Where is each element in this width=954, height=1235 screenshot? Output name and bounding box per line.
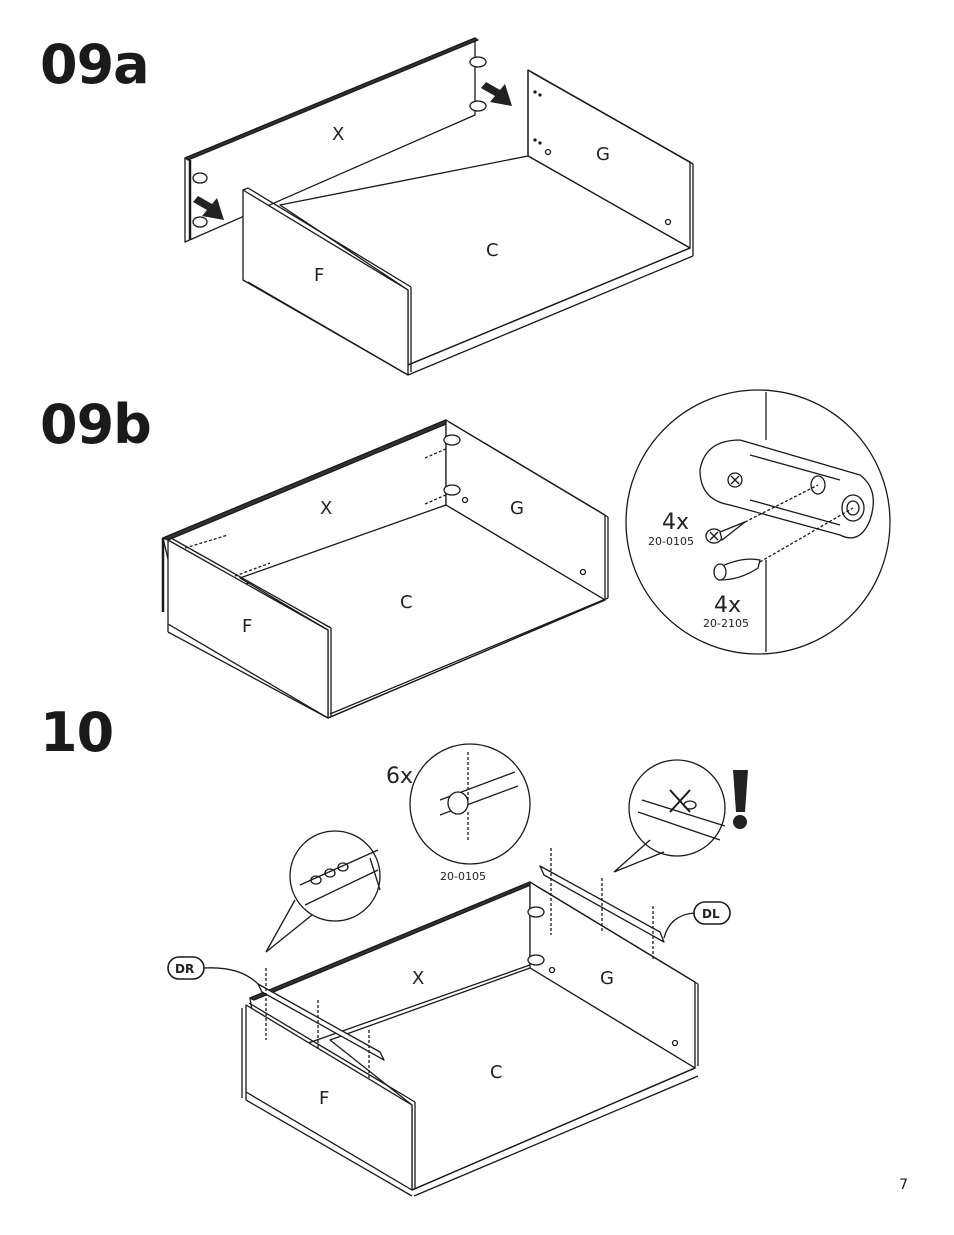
step-number-09b: 09b bbox=[40, 393, 152, 456]
step-09a-drawing bbox=[184, 37, 694, 376]
label-f-09b: F bbox=[242, 616, 252, 637]
cam-fittings-09a bbox=[192, 56, 487, 228]
step-number-10: 10 bbox=[40, 701, 114, 764]
tag-dl-shape bbox=[663, 901, 731, 939]
screw-quantity-09b: 4x bbox=[662, 510, 689, 535]
label-c-09a: C bbox=[486, 240, 499, 261]
dowel-quantity-09b: 4x bbox=[714, 593, 741, 618]
label-x-09a: X bbox=[332, 124, 344, 145]
screw-code-09b: 20-0105 bbox=[648, 535, 694, 548]
label-x-09b: X bbox=[320, 498, 332, 519]
label-g-09b: G bbox=[510, 498, 524, 519]
cam-fittings-10 bbox=[527, 906, 545, 966]
step-09b-drawing bbox=[161, 419, 609, 719]
label-x-10: X bbox=[412, 968, 424, 989]
screw-icon bbox=[705, 521, 746, 544]
screw-dashes-09b bbox=[184, 447, 449, 577]
arrow-icon bbox=[193, 82, 512, 220]
label-f-10: F bbox=[319, 1088, 329, 1109]
warning-exclamation-icon bbox=[733, 770, 748, 829]
dowel-code-09b: 20-2105 bbox=[703, 617, 749, 630]
label-c-09b: C bbox=[400, 592, 413, 613]
panel-g-09b bbox=[445, 419, 609, 601]
page-number: 7 bbox=[899, 1177, 908, 1193]
step-number-09a: 09a bbox=[40, 33, 150, 96]
cam-fittings-09b bbox=[443, 434, 461, 496]
screw-dashes-10 bbox=[265, 848, 654, 1080]
panel-f-09a bbox=[242, 187, 412, 376]
callout-bubble-warning bbox=[613, 759, 726, 873]
panel-c-10 bbox=[329, 967, 699, 1197]
detail-circle-09b bbox=[625, 389, 891, 655]
panel-f-09b bbox=[167, 537, 332, 719]
rail-right-dr bbox=[257, 983, 385, 1061]
step-10-drawing bbox=[241, 848, 699, 1197]
tag-dr-label: DR bbox=[175, 962, 194, 976]
callout-bubble-6x bbox=[409, 743, 531, 865]
callout-bubble-dr bbox=[265, 830, 381, 953]
panel-x-09a bbox=[184, 37, 479, 243]
tag-dl-label: DL bbox=[702, 907, 720, 921]
panel-c-09a bbox=[279, 155, 694, 376]
label-g-10: G bbox=[600, 968, 614, 989]
screw-code-10: 20-0105 bbox=[440, 870, 486, 883]
panel-f-10 bbox=[241, 1002, 416, 1197]
label-f-09a: F bbox=[314, 265, 324, 286]
label-g-09a: G bbox=[596, 144, 610, 165]
label-c-10: C bbox=[490, 1062, 503, 1083]
tag-dr-shape bbox=[167, 956, 259, 985]
screw-quantity-10: 6x bbox=[386, 764, 413, 789]
dowel-icon bbox=[713, 558, 761, 581]
